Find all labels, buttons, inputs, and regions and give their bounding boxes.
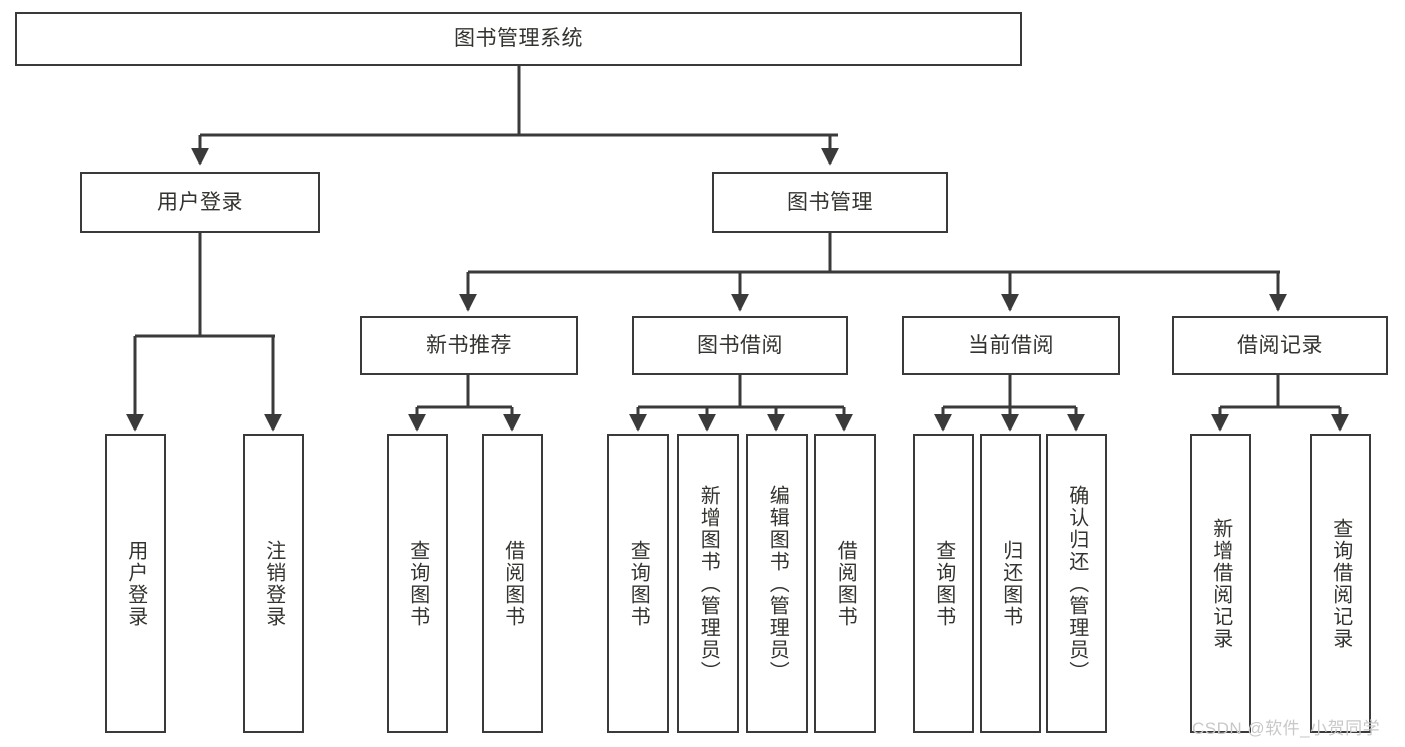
node-label: 图书借阅 bbox=[697, 333, 783, 357]
node-new-book-recommend[interactable]: 新书推荐 bbox=[360, 316, 578, 375]
node-book-borrow[interactable]: 图书借阅 bbox=[632, 316, 848, 375]
node-label: 借阅图书 bbox=[501, 539, 524, 628]
node-label: 编辑图书（管理员） bbox=[766, 484, 789, 683]
leaf-add-book-admin[interactable]: 新增图书（管理员） bbox=[677, 434, 739, 733]
node-label: 新书推荐 bbox=[426, 333, 512, 357]
csdn-watermark: CSDN @软件_小贺同学 bbox=[1192, 719, 1381, 738]
node-user-login[interactable]: 用户登录 bbox=[80, 172, 320, 233]
node-label: 新增图书（管理员） bbox=[697, 484, 720, 683]
node-label: 查询图书 bbox=[406, 539, 429, 628]
leaf-query-book-current[interactable]: 查询图书 bbox=[913, 434, 974, 733]
node-label: 用户登录 bbox=[157, 190, 243, 214]
node-label: 用户登录 bbox=[124, 539, 147, 628]
node-label: 借阅图书 bbox=[834, 539, 857, 628]
node-label: 新增借阅记录 bbox=[1209, 517, 1232, 650]
leaf-user-login[interactable]: 用户登录 bbox=[105, 434, 166, 733]
leaf-query-book-borrow[interactable]: 查询图书 bbox=[607, 434, 669, 733]
node-label: 当前借阅 bbox=[968, 333, 1054, 357]
node-label: 借阅记录 bbox=[1237, 333, 1323, 357]
node-label: 归还图书 bbox=[999, 539, 1022, 628]
node-book-management[interactable]: 图书管理 bbox=[712, 172, 948, 233]
leaf-edit-book-admin[interactable]: 编辑图书（管理员） bbox=[746, 434, 808, 733]
leaf-query-borrow-record[interactable]: 查询借阅记录 bbox=[1310, 434, 1371, 733]
node-label: 确认归还（管理员） bbox=[1065, 484, 1088, 683]
node-label: 图书管理系统 bbox=[454, 27, 583, 51]
leaf-borrow-book[interactable]: 借阅图书 bbox=[814, 434, 876, 733]
node-label: 查询借阅记录 bbox=[1329, 517, 1352, 650]
node-label: 查询图书 bbox=[932, 539, 955, 628]
node-borrow-record[interactable]: 借阅记录 bbox=[1172, 316, 1388, 375]
leaf-logout-login[interactable]: 注销登录 bbox=[243, 434, 304, 733]
leaf-return-book[interactable]: 归还图书 bbox=[980, 434, 1041, 733]
leaf-add-borrow-record[interactable]: 新增借阅记录 bbox=[1190, 434, 1251, 733]
node-label: 注销登录 bbox=[262, 539, 285, 628]
leaf-borrow-book-recommend[interactable]: 借阅图书 bbox=[482, 434, 543, 733]
node-current-borrow[interactable]: 当前借阅 bbox=[902, 316, 1120, 375]
node-root-system[interactable]: 图书管理系统 bbox=[15, 12, 1022, 66]
leaf-query-book-recommend[interactable]: 查询图书 bbox=[387, 434, 448, 733]
node-label: 查询图书 bbox=[627, 539, 650, 628]
node-label: 图书管理 bbox=[787, 190, 873, 214]
leaf-confirm-return-admin[interactable]: 确认归还（管理员） bbox=[1046, 434, 1107, 733]
